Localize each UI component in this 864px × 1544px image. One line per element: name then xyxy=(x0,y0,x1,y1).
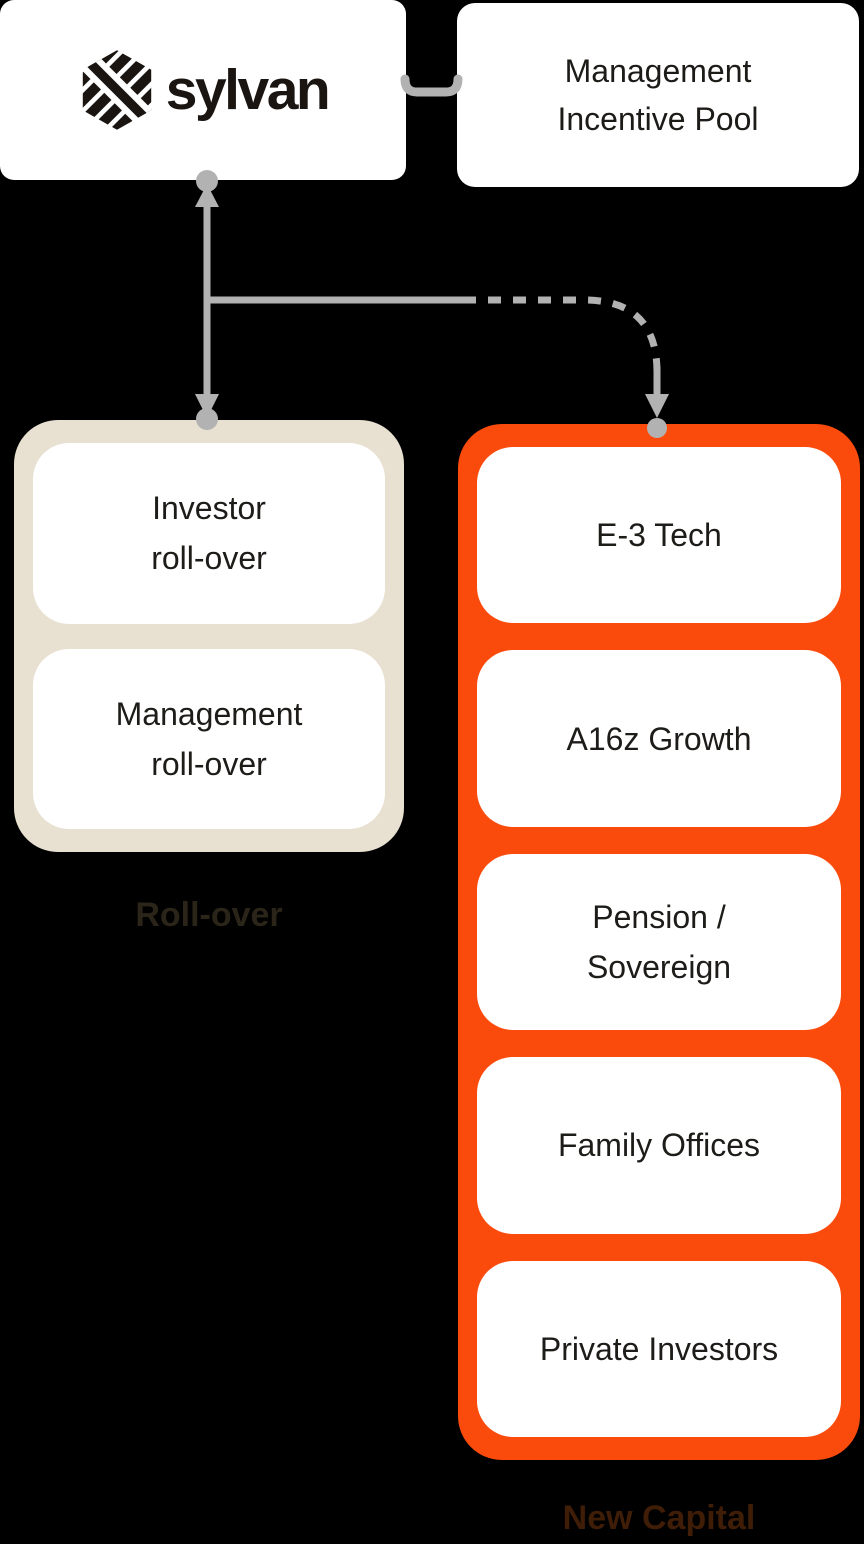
new-capital-group-label: New Capital xyxy=(562,1499,756,1537)
node-a16z-growth: A16z Growth xyxy=(477,650,841,827)
connector-brand-to-incentive xyxy=(400,74,463,97)
new-capital-group-container: E-3 Tech A16z Growth Pension / Sovereign… xyxy=(458,424,860,1460)
brand-wordmark: sylvan xyxy=(165,57,331,122)
node-management-rollover: Management roll-over xyxy=(33,648,385,829)
sylvan-hexagon-logo-icon xyxy=(78,49,156,131)
incentive-pool-line2: Incentive Pool xyxy=(557,101,759,137)
connector-trunk-bottom-arrow-down xyxy=(195,394,219,418)
incentive-pool-box: Management Incentive Pool xyxy=(457,3,859,187)
connector-branch-arrow-down xyxy=(645,394,669,418)
node-pension-sovereign: Pension / Sovereign xyxy=(477,853,841,1031)
incentive-pool-line1: Management xyxy=(564,53,752,89)
node-private-investors: Private Investors xyxy=(477,1260,841,1438)
rollover-group-container: Investor roll-over Management roll-over xyxy=(14,420,404,852)
brand-box: sylvan xyxy=(0,0,406,180)
rollover-group-label: Roll-over xyxy=(135,896,283,934)
node-investor-rollover: Investor roll-over xyxy=(33,443,385,624)
node-e3-tech: E-3 Tech xyxy=(477,447,841,624)
node-family-offices: Family Offices xyxy=(477,1057,841,1234)
connector-branch-dashed-curve xyxy=(463,296,661,373)
connector-trunk-top-arrow-up xyxy=(195,184,219,207)
